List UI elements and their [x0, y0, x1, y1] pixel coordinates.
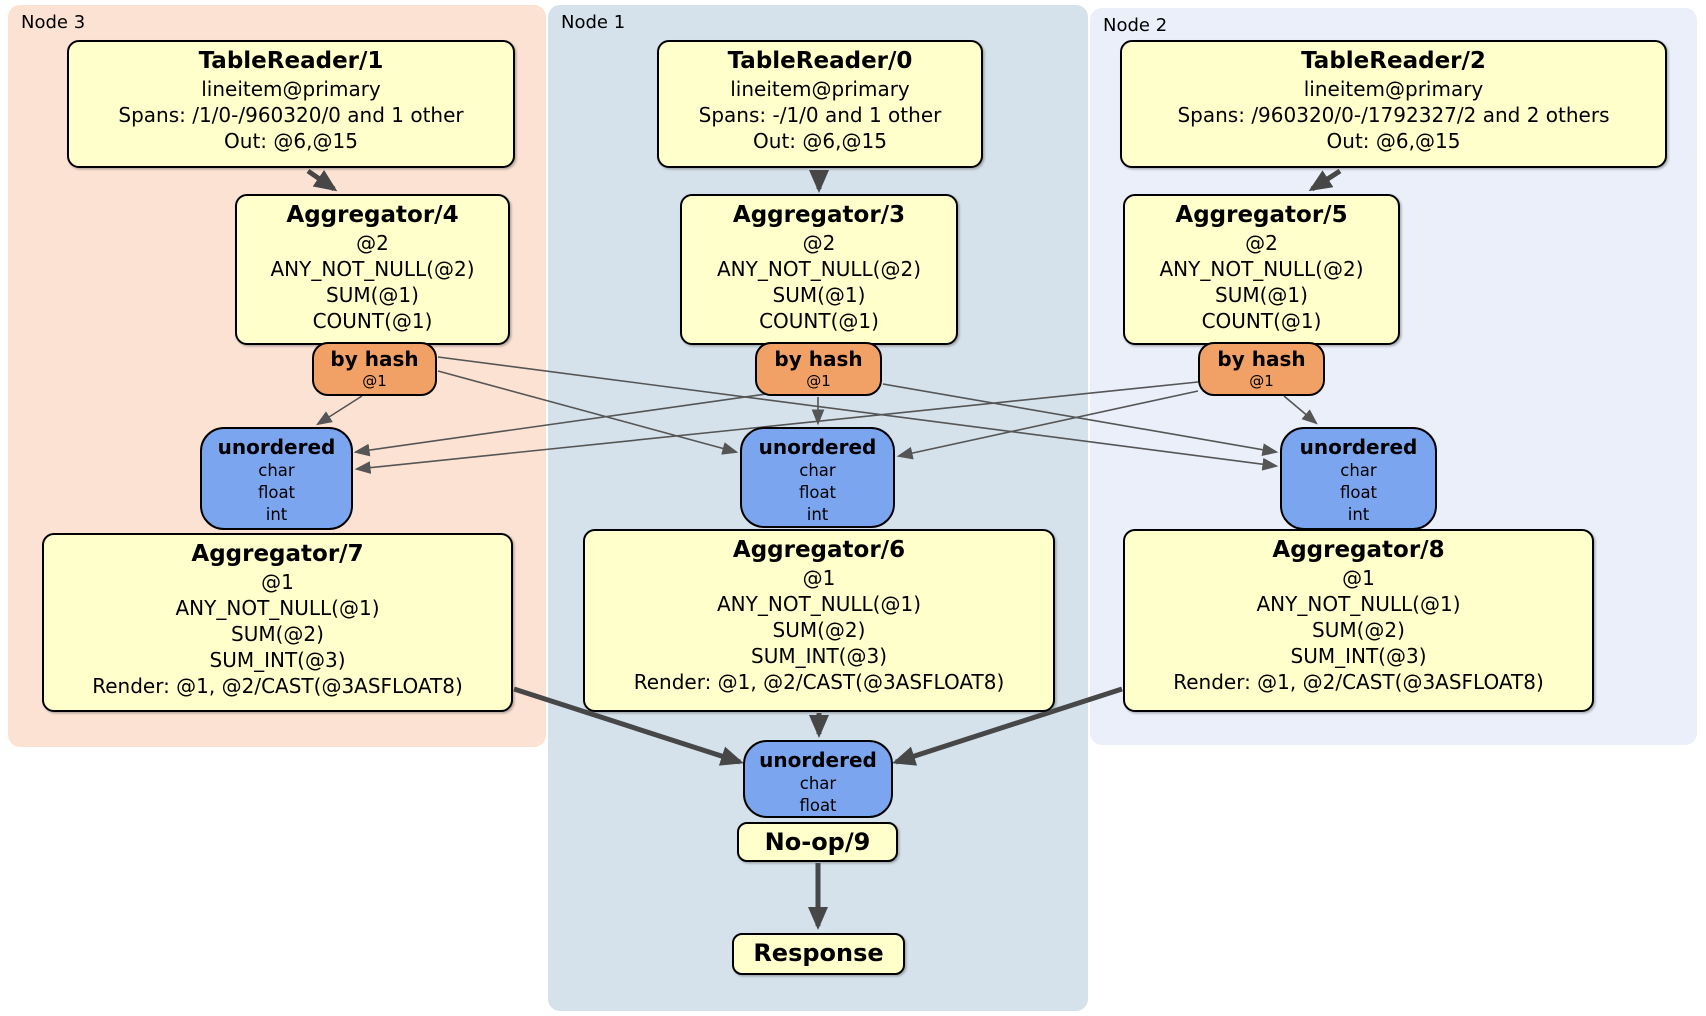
unordered-sync-node1: unordered char float int	[740, 427, 895, 528]
aggregator-5-box: Aggregator/5 @2 ANY_NOT_NULL(@2) SUM(@1)…	[1123, 194, 1400, 345]
aggregator-6-render: Render: @1, @2/CAST(@3ASFLOAT8)	[633, 670, 1005, 694]
aggregator-7-fn1: ANY_NOT_NULL(@1)	[175, 596, 380, 620]
aggregator-6-fn1: ANY_NOT_NULL(@1)	[717, 592, 921, 616]
aggregator-6-title: Aggregator/6	[732, 537, 906, 563]
sync-type: float	[799, 796, 837, 815]
aggregator-8-group: @1	[1342, 566, 1375, 590]
tablereader-0-title: TableReader/0	[727, 48, 913, 74]
aggregator-8-render: Render: @1, @2/CAST(@3ASFLOAT8)	[1173, 670, 1544, 694]
node3-label: Node 3	[21, 12, 86, 33]
hash-router-node2-label: by hash	[1217, 347, 1306, 371]
tablereader-2-index: lineitem@primary	[1303, 77, 1484, 101]
aggregator-3-fn3: COUNT(@1)	[759, 309, 879, 333]
noop-box: No-op/9	[737, 822, 898, 862]
sync-type: int	[806, 505, 829, 524]
hash-router-node2-detail: @1	[1249, 372, 1274, 390]
aggregator-4-fn3: COUNT(@1)	[312, 309, 433, 333]
aggregator-5-fn2: SUM(@1)	[1215, 283, 1308, 307]
unordered-sync-node3: unordered char float int	[200, 427, 353, 530]
final-unordered-sync: unordered char float	[743, 740, 893, 818]
aggregator-8-fn1: ANY_NOT_NULL(@1)	[1256, 592, 1461, 616]
sync-type: float	[257, 483, 296, 502]
aggregator-8-fn2: SUM(@2)	[1312, 618, 1405, 642]
aggregator-8-fn3: SUM_INT(@3)	[1290, 644, 1427, 668]
unordered-sync-node1-label: unordered	[758, 435, 877, 459]
aggregator-5-fn1: ANY_NOT_NULL(@2)	[1159, 257, 1364, 281]
aggregator-6-fn3: SUM_INT(@3)	[751, 644, 887, 668]
hash-router-node1-detail: @1	[806, 372, 831, 390]
tablereader-1-spans: Spans: /1/0-/960320/0 and 1 other	[118, 103, 464, 127]
aggregator-3-fn2: SUM(@1)	[772, 283, 866, 307]
tablereader-0-index: lineitem@primary	[730, 77, 910, 101]
aggregator-4-box: Aggregator/4 @2 ANY_NOT_NULL(@2) SUM(@1)…	[235, 194, 510, 345]
sync-type: char	[799, 774, 837, 793]
tablereader-1-out: Out: @6,@15	[224, 129, 358, 153]
hash-router-node1: by hash @1	[755, 342, 882, 396]
aggregator-4-title: Aggregator/4	[286, 202, 459, 228]
hash-router-node3: by hash @1	[312, 342, 437, 396]
tablereader-2-spans: Spans: /960320/0-/1792327/2 and 2 others	[1177, 103, 1610, 127]
tablereader-1-box: TableReader/1 lineitem@primary Spans: /1…	[67, 40, 515, 168]
aggregator-7-box: Aggregator/7 @1 ANY_NOT_NULL(@1) SUM(@2)…	[42, 533, 513, 712]
sync-type: char	[799, 461, 836, 480]
unordered-sync-node3-label: unordered	[217, 435, 336, 459]
hash-router-node3-label: by hash	[330, 347, 419, 371]
aggregator-5-group: @2	[1245, 231, 1278, 255]
aggregator-6-fn2: SUM(@2)	[772, 618, 866, 642]
aggregator-3-group: @2	[802, 231, 836, 255]
sync-type: char	[1340, 461, 1377, 480]
aggregator-7-group: @1	[261, 570, 294, 594]
hash-router-node3-detail: @1	[362, 372, 387, 390]
tablereader-1-index: lineitem@primary	[201, 77, 381, 101]
sync-type: float	[798, 483, 837, 502]
tablereader-1-title: TableReader/1	[198, 48, 384, 74]
aggregator-3-fn1: ANY_NOT_NULL(@2)	[717, 257, 921, 281]
sync-type: float	[1339, 483, 1378, 502]
noop-title: No-op/9	[764, 828, 871, 856]
tablereader-2-title: TableReader/2	[1301, 48, 1486, 74]
aggregator-6-group: @1	[802, 566, 836, 590]
aggregator-7-render: Render: @1, @2/CAST(@3ASFLOAT8)	[92, 674, 463, 698]
aggregator-8-title: Aggregator/8	[1272, 537, 1445, 563]
sync-type: int	[265, 505, 288, 524]
aggregator-6-box: Aggregator/6 @1 ANY_NOT_NULL(@1) SUM(@2)…	[583, 529, 1055, 712]
sync-type: char	[258, 461, 295, 480]
aggregator-7-fn2: SUM(@2)	[231, 622, 324, 646]
unordered-sync-node2-label: unordered	[1299, 435, 1418, 459]
aggregator-3-title: Aggregator/3	[732, 202, 906, 228]
tablereader-2-out: Out: @6,@15	[1326, 129, 1461, 153]
tablereader-0-out: Out: @6,@15	[753, 129, 887, 153]
aggregator-4-fn1: ANY_NOT_NULL(@2)	[270, 257, 475, 281]
aggregator-8-box: Aggregator/8 @1 ANY_NOT_NULL(@1) SUM(@2)…	[1123, 529, 1594, 712]
tablereader-2-box: TableReader/2 lineitem@primary Spans: /9…	[1120, 40, 1667, 168]
aggregator-4-group: @2	[356, 231, 389, 255]
node2-label: Node 2	[1103, 15, 1168, 36]
node1-label: Node 1	[561, 12, 626, 33]
aggregator-3-box: Aggregator/3 @2 ANY_NOT_NULL(@2) SUM(@1)…	[680, 194, 958, 345]
aggregator-7-title: Aggregator/7	[191, 541, 364, 567]
tablereader-0-spans: Spans: -/1/0 and 1 other	[698, 103, 942, 127]
final-unordered-sync-label: unordered	[759, 748, 877, 772]
unordered-sync-node2: unordered char float int	[1280, 427, 1437, 530]
hash-router-node2: by hash @1	[1198, 342, 1325, 396]
aggregator-4-fn2: SUM(@1)	[326, 283, 419, 307]
aggregator-5-title: Aggregator/5	[1175, 202, 1348, 228]
aggregator-7-fn3: SUM_INT(@3)	[209, 648, 346, 672]
sync-type: int	[1347, 505, 1370, 524]
hash-router-node1-label: by hash	[774, 347, 863, 371]
response-box: Response	[732, 933, 905, 975]
tablereader-0-box: TableReader/0 lineitem@primary Spans: -/…	[657, 40, 983, 168]
response-title: Response	[753, 939, 884, 967]
aggregator-5-fn3: COUNT(@1)	[1201, 309, 1322, 333]
